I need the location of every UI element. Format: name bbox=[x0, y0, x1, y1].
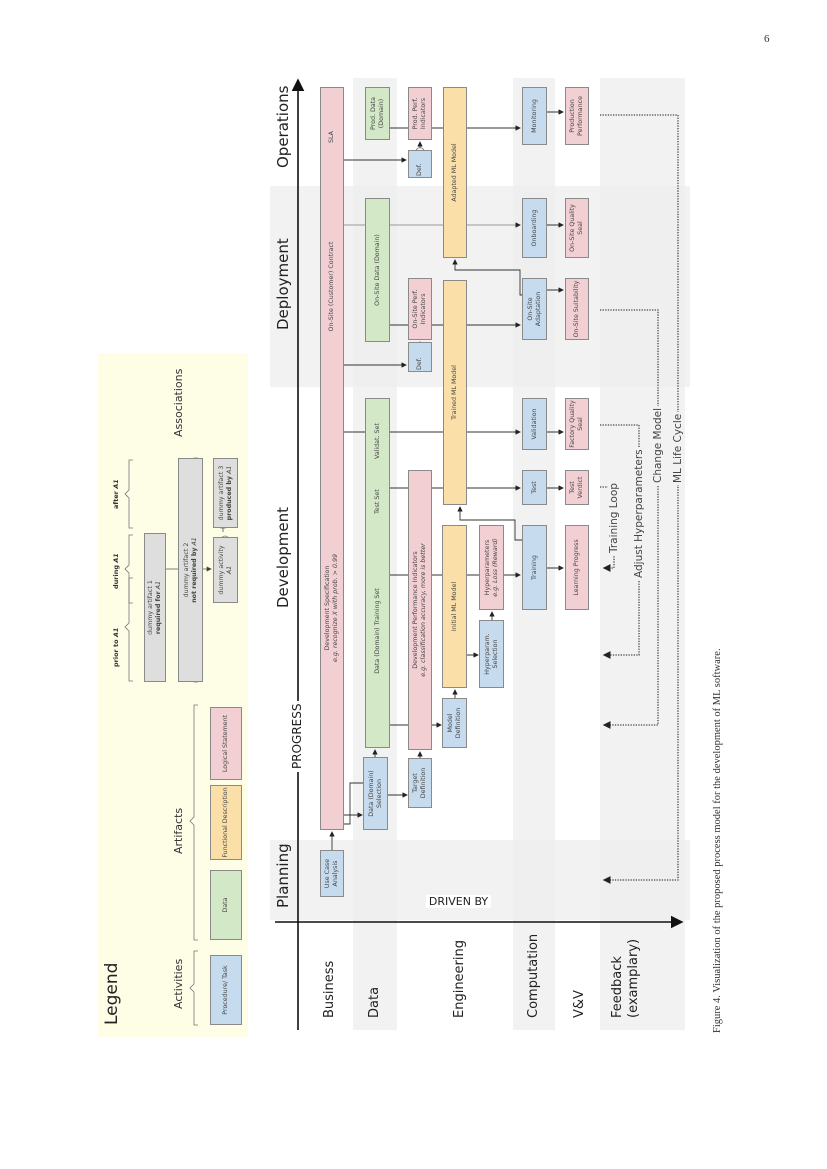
production-performance: Production Performance bbox=[565, 87, 589, 145]
test-set: Test Set bbox=[365, 460, 390, 515]
lane-engineering: Engineering bbox=[452, 940, 467, 1018]
phase-development: Development bbox=[274, 507, 292, 608]
after-a1-label: after A1 bbox=[112, 479, 120, 509]
legend-data: Data bbox=[210, 870, 242, 940]
model-definition: Model Definition bbox=[442, 698, 467, 748]
onsite-suitability: On-Site Suitability bbox=[565, 278, 589, 340]
process-model-figure: PROGRESS DRIVEN BY Planning Development … bbox=[270, 75, 690, 1030]
legend-panel: Legend Activities Artifacts Associations… bbox=[98, 353, 248, 1037]
onsite-adaptation: On-Site Adaptation bbox=[522, 278, 547, 340]
training: Training bbox=[522, 525, 547, 610]
feedback-adjust-hyperparameters: Adjust Hyperparameters bbox=[633, 447, 645, 580]
figure-caption: Figure 4. Visualization of the proposed … bbox=[712, 648, 723, 1033]
prior-to-a1-label: prior to A1 bbox=[112, 627, 120, 667]
legend-title: Legend bbox=[102, 962, 122, 1025]
data-selection: Data (Domain) Selection bbox=[363, 757, 388, 830]
lane-feedback: Feedback (examplary) bbox=[610, 938, 641, 1018]
activities-brace bbox=[189, 950, 198, 1026]
onsite-contract: On-Site (Customer) Contract bbox=[320, 186, 344, 387]
feedback-ml-life-cycle: ML Life Cycle bbox=[672, 411, 684, 485]
monitoring: Monitoring bbox=[522, 87, 547, 145]
onboarding: Onboarding bbox=[522, 198, 547, 258]
activities-label: Activities bbox=[172, 958, 185, 1009]
training-set: Data (Domain) Training Set bbox=[365, 515, 390, 748]
hyperparam-selection: Hyperparam. Selection bbox=[479, 620, 504, 688]
artifacts-label: Artifacts bbox=[172, 807, 185, 854]
def-operations: Def. bbox=[408, 150, 432, 178]
trained-ml-model: Trained ML Model bbox=[443, 280, 467, 505]
learning-progress: Learning Progress bbox=[565, 525, 589, 610]
phase-deployment: Deployment bbox=[274, 238, 292, 330]
feedback-training-loop: Training Loop bbox=[608, 481, 620, 555]
sla: SLA bbox=[320, 87, 344, 186]
onsite-quality-seal: On-Site Quality Seal bbox=[565, 198, 589, 258]
phase-operations: Operations bbox=[274, 85, 292, 168]
lane-business: Business bbox=[322, 960, 337, 1018]
factory-quality-seal: Factory Quality Seal bbox=[565, 398, 589, 450]
use-case-analysis: Use Case Analysis bbox=[320, 850, 344, 897]
phase-planning: Planning bbox=[274, 843, 292, 908]
legend-procedure-task: Procedure/ Task bbox=[210, 955, 242, 1025]
legend-logical-statement: Logical Statement bbox=[210, 707, 242, 780]
onsite-data: On-Site Data (Domain) bbox=[365, 198, 390, 342]
feedback-change-model: Change Model bbox=[652, 405, 664, 485]
test-verdict: Test Verdict bbox=[565, 470, 589, 505]
def-deployment: Def. bbox=[408, 342, 432, 372]
associations-label: Associations bbox=[172, 368, 185, 437]
artifacts-brace bbox=[189, 704, 198, 941]
prod-data: Prod. Data (Domain) bbox=[365, 87, 390, 140]
target-definition: Target Definition bbox=[408, 758, 432, 808]
lane-data: Data bbox=[367, 986, 382, 1018]
adapted-ml-model: Adapted ML Model bbox=[443, 87, 467, 258]
onsite-perf-indicators: On-Site Perf. Indicators bbox=[408, 278, 432, 340]
lane-vv: V&V bbox=[572, 990, 587, 1018]
initial-ml-model: Initial ML Model bbox=[442, 525, 467, 688]
legend-functional-description: Functional Description bbox=[210, 785, 242, 860]
lane-computation: Computation bbox=[526, 933, 541, 1018]
prod-perf-indicators: Prod. Perf. Indicators bbox=[408, 87, 432, 140]
during-a1-label: during A1 bbox=[112, 553, 120, 589]
validation-set: Validat. Set bbox=[365, 398, 390, 460]
validation: Validation bbox=[522, 398, 547, 450]
page-number: 6 bbox=[764, 33, 770, 45]
progress-axis-label: PROGRESS bbox=[290, 700, 304, 772]
test: Test bbox=[522, 470, 547, 505]
driven-by-axis-label: DRIVEN BY bbox=[425, 894, 492, 908]
